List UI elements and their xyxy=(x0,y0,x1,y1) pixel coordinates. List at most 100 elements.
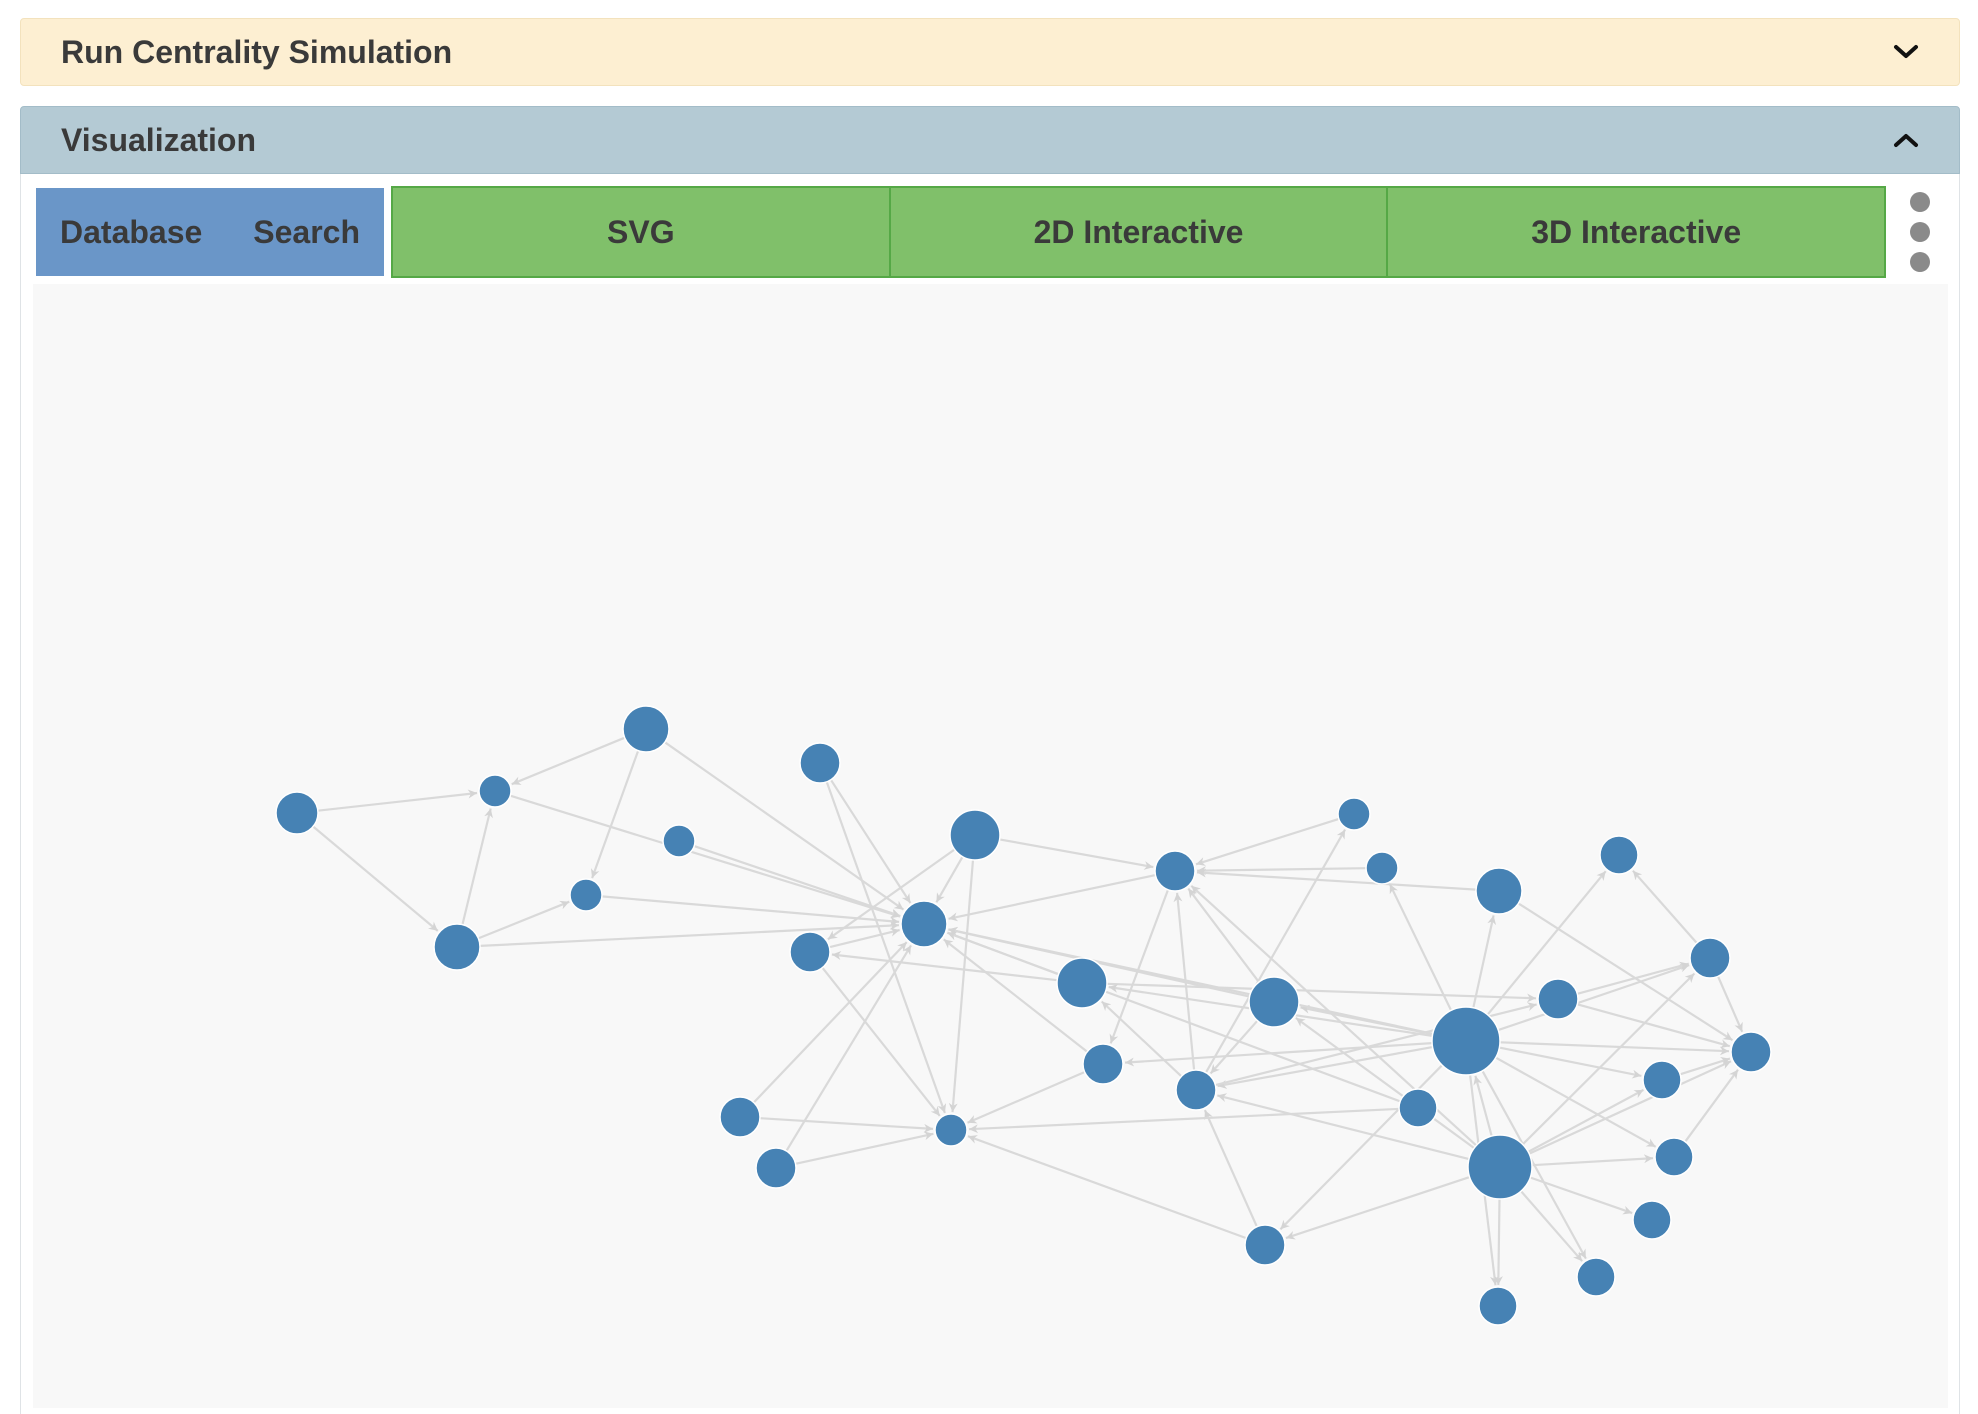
graph-node[interactable] xyxy=(1248,976,1300,1028)
graph-edge xyxy=(1295,1017,1475,1149)
simulation-panel-header[interactable]: Run Centrality Simulation xyxy=(20,18,1960,86)
graph-node[interactable] xyxy=(275,791,319,835)
graph-edge xyxy=(1209,1019,1259,1075)
kebab-dot xyxy=(1910,222,1930,242)
graph-edge xyxy=(1679,1057,1731,1076)
graph-node[interactable] xyxy=(719,1096,761,1138)
graph-node[interactable] xyxy=(1365,851,1399,885)
graph-edge xyxy=(1528,1060,1732,1155)
graph-node[interactable] xyxy=(1431,1006,1501,1076)
graph-edge xyxy=(1124,1042,1433,1067)
graph-edge xyxy=(1520,1190,1584,1262)
visualization-panel-header[interactable]: Visualization xyxy=(20,106,1960,174)
more-options-icon[interactable] xyxy=(1906,192,1934,272)
graph-node[interactable] xyxy=(1175,1069,1217,1111)
kebab-dot xyxy=(1910,192,1930,212)
graph-node[interactable] xyxy=(1056,957,1108,1009)
graph-node[interactable] xyxy=(1576,1257,1616,1297)
graph-edge xyxy=(1684,1069,1739,1143)
graph-edge xyxy=(477,900,570,940)
kebab-dot xyxy=(1910,252,1930,272)
network-graph[interactable] xyxy=(33,284,1948,1408)
chevron-up-icon[interactable] xyxy=(1891,125,1921,155)
graph-edge xyxy=(1187,887,1260,983)
graph-edge xyxy=(664,741,905,911)
graph-node[interactable] xyxy=(1467,1134,1533,1200)
graph-node[interactable] xyxy=(1599,835,1639,875)
graph-edge xyxy=(509,794,901,919)
graph-node[interactable] xyxy=(1475,867,1523,915)
graph-node[interactable] xyxy=(1337,797,1371,831)
graph-edge xyxy=(1499,1041,1730,1056)
graph-edge xyxy=(1529,1176,1633,1215)
graph-edge xyxy=(1473,1075,1493,1137)
graph-canvas[interactable] xyxy=(33,284,1948,1408)
graph-node[interactable] xyxy=(1689,937,1731,979)
graph-edge xyxy=(967,1070,1086,1124)
graph-node[interactable] xyxy=(622,705,670,753)
graph-edge xyxy=(317,789,478,812)
graph-edge xyxy=(312,825,439,932)
graph-edge xyxy=(785,944,912,1152)
graph-edge xyxy=(827,848,956,941)
graph-node[interactable] xyxy=(1642,1060,1682,1100)
graph-edge xyxy=(1203,1109,1258,1228)
graph-edge xyxy=(1577,1003,1731,1049)
tab-3d-interactive[interactable]: 3D Interactive xyxy=(1531,213,1742,250)
graph-node[interactable] xyxy=(789,931,831,973)
graph-edge xyxy=(601,895,900,926)
graph-node[interactable] xyxy=(478,774,512,808)
graph-edge xyxy=(1577,961,1690,995)
tab-svg[interactable]: SVG xyxy=(393,188,891,276)
chevron-down-icon[interactable] xyxy=(1891,37,1921,67)
graph-edge xyxy=(795,1131,934,1165)
graph-edge xyxy=(479,921,900,947)
graph-node[interactable] xyxy=(1654,1137,1694,1177)
edges-layer xyxy=(312,736,1744,1286)
graph-edge xyxy=(831,951,1058,982)
simulation-panel-title: Run Centrality Simulation xyxy=(61,33,453,70)
tab-database[interactable]: Database xyxy=(60,213,203,250)
graph-node[interactable] xyxy=(1537,978,1579,1020)
visualization-panel-title: Visualization xyxy=(61,121,257,158)
graph-edge xyxy=(759,1117,934,1133)
graph-node[interactable] xyxy=(1632,1200,1672,1240)
graph-edge xyxy=(1217,1046,1433,1089)
graph-edge xyxy=(948,874,1156,922)
data-source-tabs: Database Search xyxy=(36,188,384,276)
graph-edge xyxy=(821,967,941,1117)
graph-edge xyxy=(1517,902,1734,1042)
graph-node[interactable] xyxy=(1154,850,1196,892)
tab-search[interactable]: Search xyxy=(253,213,360,250)
graph-node[interactable] xyxy=(1398,1088,1438,1128)
graph-node[interactable] xyxy=(1478,1286,1518,1326)
graph-edge xyxy=(753,941,908,1104)
graph-edge xyxy=(968,1107,1400,1134)
graph-edge xyxy=(1527,1088,1645,1153)
graph-edge xyxy=(1497,963,1690,1032)
graph-edge xyxy=(1196,868,1477,891)
graph-edge xyxy=(943,938,1088,1053)
graph-edge xyxy=(948,926,1434,1035)
graph-edge xyxy=(1531,1154,1654,1167)
graph-node[interactable] xyxy=(949,809,1001,861)
graph-node[interactable] xyxy=(1244,1224,1286,1266)
graph-node[interactable] xyxy=(900,900,948,948)
graph-edge xyxy=(1100,1000,1183,1078)
graph-edge xyxy=(1388,883,1453,1011)
graph-edge xyxy=(1472,915,1497,1009)
graph-node[interactable] xyxy=(1082,1043,1124,1085)
graph-edge xyxy=(948,859,975,1113)
graph-node[interactable] xyxy=(569,878,603,912)
graph-edge xyxy=(1106,982,1537,1003)
nodes-layer xyxy=(275,705,1772,1326)
graph-node[interactable] xyxy=(799,742,841,784)
graph-node[interactable] xyxy=(662,824,696,858)
graph-node[interactable] xyxy=(755,1147,797,1189)
graph-node[interactable] xyxy=(433,923,481,971)
graph-edge xyxy=(1204,829,1347,1074)
graph-edge xyxy=(1499,1046,1642,1079)
graph-node[interactable] xyxy=(934,1113,968,1147)
graph-node[interactable] xyxy=(1730,1031,1772,1073)
tab-2d-interactive[interactable]: 2D Interactive xyxy=(891,188,1389,276)
